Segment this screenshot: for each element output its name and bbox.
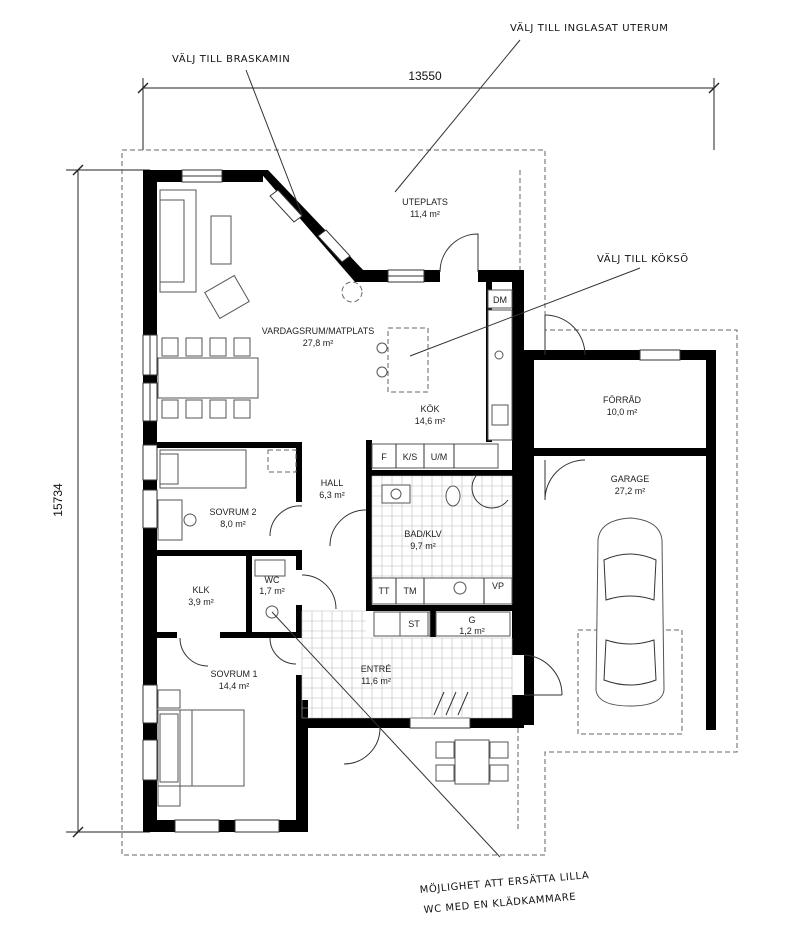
windows [142,169,681,833]
room-vardagsrum-name: VARDAGSRUM/MATPLATS [262,326,375,336]
room-hall-area: 6,3 m² [319,490,345,500]
fixture-f: F [381,452,387,462]
room-g-name: G [468,615,475,625]
room-kok-area: 14,6 m² [415,416,446,426]
width-dimension: 13550 [408,69,442,83]
room-sovrum1-area: 14,4 m² [219,681,250,691]
room-wc-area: 1,7 m² [259,586,285,596]
note-braskamin: VÄLJ TILL BRASKAMIN [172,52,290,65]
room-garage-area: 27,2 m² [615,486,646,496]
fireplace-icon [341,281,363,303]
room-badklv-area: 9,7 m² [410,541,436,551]
fixture-st: ST [408,619,420,629]
room-uteplats-area: 11,4 m² [410,209,440,219]
note-kokso: VÄLJ TILL KÖKSÖ [597,252,689,265]
room-entre-name: ENTRÉ [361,664,392,674]
fixture-ks: K/S [403,452,418,462]
entre-tile-floor [301,610,513,719]
doors [179,233,586,765]
fixture-um: U/M [431,452,448,462]
room-sovrum1-name: SOVRUM 1 [210,669,257,679]
leader-lines [245,39,641,858]
room-hall-name: HALL [321,478,344,488]
room-badklv-name: BAD/KLV [404,529,441,539]
room-wc-name: WC [265,575,280,585]
fixture-dm: DM [493,295,507,305]
room-g-area: 1,2 m² [459,626,485,636]
room-garage-name: GARAGE [611,474,650,484]
fixture-labels: DM F K/S U/M TT TM VP ST [379,289,513,629]
fixture-tt: TT [379,586,390,596]
furniture [157,189,665,807]
height-dimension: 15734 [51,483,65,517]
room-sovrum2-area: 8,0 m² [220,519,246,529]
note-uterum: VÄLJ TILL INGLASAT UTERUM [510,21,668,34]
room-labels: UTEPLATS 11,4 m² VARDAGSRUM/MATPLATS 27,… [188,197,649,691]
room-sovrum2-name: SOVRUM 2 [209,507,256,517]
dimension-lines [66,78,720,838]
room-forrad-area: 10,0 m² [607,407,638,417]
fixture-vp: VP [492,581,504,591]
room-entre-area: 11,6 m² [361,676,391,686]
room-forrad-name: FÖRRÅD [603,395,642,405]
room-vardagsrum-area: 27,8 m² [303,338,334,348]
room-klk-name: KLK [192,585,209,595]
room-kok-name: KÖK [420,404,439,414]
room-klk-area: 3,9 m² [188,597,214,607]
car-icon [595,517,665,707]
fixture-tm: TM [404,586,417,596]
room-uteplats-name: UTEPLATS [402,197,448,207]
